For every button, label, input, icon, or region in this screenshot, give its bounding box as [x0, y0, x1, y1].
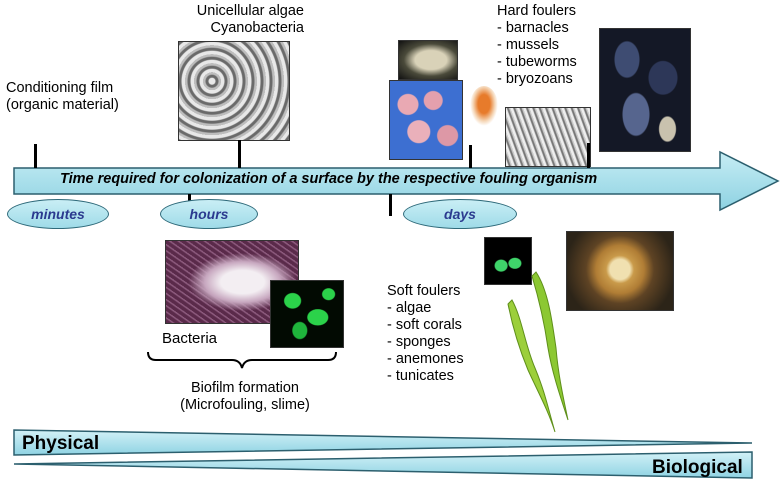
soft-foulers-title: Soft foulers — [387, 283, 461, 299]
biofilm-fluorescence-photo — [270, 280, 344, 348]
unicellular-algae-photo — [178, 41, 290, 141]
soft-foulers-item: - anemones — [387, 351, 464, 367]
oval-minutes-label: minutes — [31, 206, 85, 222]
bacteria-label: Bacteria — [162, 330, 218, 347]
barnacle-larva-photo — [398, 40, 458, 80]
soft-foulers-label: Soft foulers - algae - soft corals - spo… — [387, 283, 464, 385]
soft-foulers-item: - algae — [387, 300, 432, 316]
biofilm-line-1: Biofilm formation — [191, 380, 299, 396]
algae-spores-photo — [484, 237, 532, 285]
tick-barnacles — [469, 145, 472, 168]
barnacles-photo — [389, 80, 463, 160]
anemone-photo — [566, 231, 674, 311]
soft-foulers-item: - tunicates — [387, 368, 454, 384]
biofilm-label: Biofilm formation (Microfouling, slime) — [165, 380, 325, 414]
hard-foulers-title: Hard foulers — [497, 3, 576, 19]
conditioning-line-2: (organic material) — [6, 97, 119, 113]
conditioning-film-label: Conditioning film (organic material) — [6, 80, 119, 114]
hard-foulers-item: - barnacles — [497, 20, 569, 36]
hard-foulers-item: - mussels — [497, 37, 560, 53]
oval-minutes: minutes — [7, 199, 109, 229]
tick-mussels — [587, 143, 590, 168]
biofilm-line-2: (Microfouling, slime) — [180, 397, 310, 413]
soft-foulers-item: - soft corals — [387, 317, 462, 333]
unicellular-label: Unicellular algae Cyanobacteria — [180, 3, 304, 37]
tick-unicellular — [238, 140, 241, 168]
soft-foulers-item: - sponges — [387, 334, 451, 350]
hard-foulers-item: - tubeworms — [497, 54, 577, 70]
arrow-caption: Time required for colonization of a surf… — [60, 171, 598, 187]
oval-hours: hours — [160, 199, 258, 229]
hard-foulers-item: - bryozoans — [497, 71, 573, 87]
oval-hours-label: hours — [189, 206, 229, 222]
tubeworms-photo — [505, 107, 591, 167]
mussels-photo — [599, 28, 691, 152]
tick-conditioning — [34, 144, 37, 168]
oval-days: days — [403, 199, 517, 229]
physical-label: Physical — [22, 433, 100, 454]
unicellular-line-1: Unicellular algae — [196, 3, 304, 19]
cyprid-larva-drawing — [470, 86, 498, 126]
tick-days — [389, 194, 392, 216]
conditioning-line-1: Conditioning film — [6, 80, 114, 96]
hard-foulers-label: Hard foulers - barnacles - mussels - tub… — [497, 3, 577, 88]
unicellular-line-2: Cyanobacteria — [210, 20, 305, 36]
biological-label: Biological — [652, 457, 743, 478]
oval-days-label: days — [444, 206, 476, 222]
